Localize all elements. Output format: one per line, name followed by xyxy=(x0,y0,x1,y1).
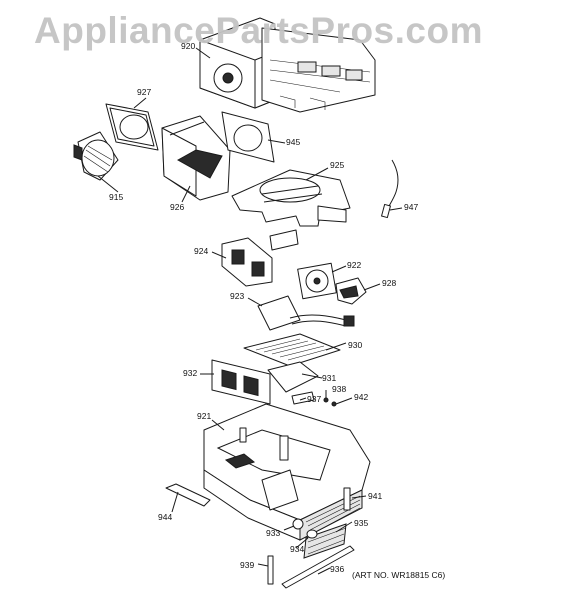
callout-932: 932 xyxy=(183,368,198,378)
callout-926: 926 xyxy=(170,202,185,212)
part-933-fitting xyxy=(292,518,304,530)
callout-936: 936 xyxy=(330,564,345,574)
callout-931: 931 xyxy=(322,373,337,383)
part-924-damper xyxy=(221,237,273,287)
part-934-bulb xyxy=(306,529,318,539)
callout-935: 935 xyxy=(354,518,369,528)
part-922-fan xyxy=(297,262,337,300)
callout-934: 934 xyxy=(290,544,305,554)
callout-915: 915 xyxy=(109,192,124,202)
part-923-harness xyxy=(257,295,355,331)
art-number: (ART NO. WR18815 C6) xyxy=(352,570,446,580)
callout-923: 923 xyxy=(230,291,245,301)
callout-947: 947 xyxy=(404,202,419,212)
callout-921: 921 xyxy=(197,411,212,421)
callout-944: 944 xyxy=(158,512,173,522)
part-920-fan-housing-assembly xyxy=(199,17,376,113)
part-926-duct-housing xyxy=(161,115,231,201)
part-941-post xyxy=(343,487,351,511)
part-944-strip xyxy=(165,483,211,507)
callout-938: 938 xyxy=(332,384,347,394)
part-947-sensor xyxy=(381,159,399,219)
part-921-base-housing xyxy=(203,403,371,541)
callout-939: 939 xyxy=(240,560,255,570)
callout-920: 920 xyxy=(181,41,196,51)
callout-942: 942 xyxy=(354,392,369,402)
callout-930: 930 xyxy=(348,340,363,350)
part-927-gasket xyxy=(105,103,159,151)
part-939-rod xyxy=(267,555,274,585)
part-935-heater xyxy=(303,523,347,559)
part-928-connector xyxy=(335,277,367,305)
part-938-screw xyxy=(323,397,329,403)
callout-941: 941 xyxy=(368,491,383,501)
callout-927: 927 xyxy=(137,87,152,97)
callout-933: 933 xyxy=(266,528,281,538)
part-942-screw xyxy=(331,401,337,407)
callout-945: 945 xyxy=(286,137,301,147)
part-915-fan-motor xyxy=(73,131,119,181)
leader-lines xyxy=(97,47,403,575)
part-937-clip xyxy=(291,391,315,405)
callout-928: 928 xyxy=(382,278,397,288)
part-931-trough xyxy=(267,361,319,393)
part-932-grille xyxy=(211,359,271,405)
callout-924: 924 xyxy=(194,246,209,256)
callout-937: 937 xyxy=(307,394,322,404)
part-936-rod xyxy=(281,545,355,589)
callout-922: 922 xyxy=(347,260,362,270)
part-930-heater xyxy=(243,333,341,367)
part-945-seal xyxy=(221,111,275,163)
watermark: AppliancePartsPros.com xyxy=(34,10,483,51)
part-925-evaporator-cover xyxy=(231,169,351,251)
callout-925: 925 xyxy=(330,160,345,170)
